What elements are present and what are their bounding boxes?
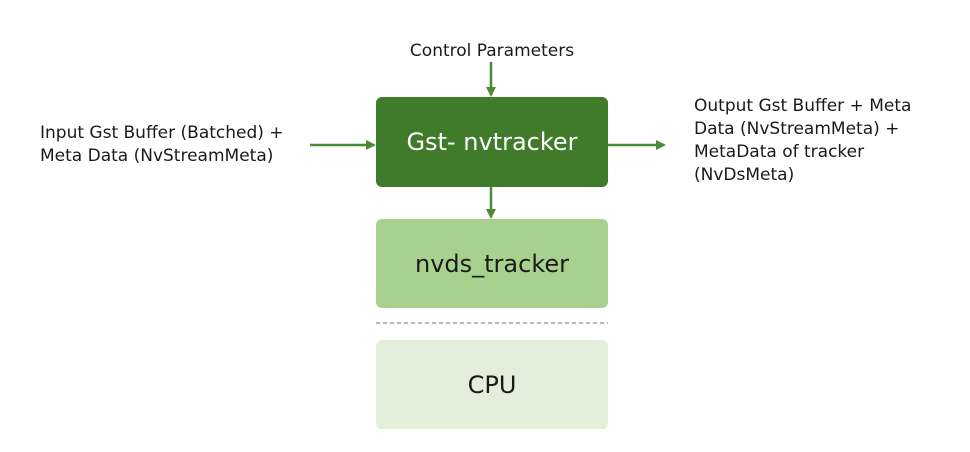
nvds-tracker-box: nvds_tracker xyxy=(376,219,608,308)
output-label-line: MetaData of tracker xyxy=(694,142,865,162)
output-label-line: (NvDsMeta) xyxy=(694,165,795,185)
cpu-label: CPU xyxy=(467,370,517,399)
output-label-line: Data (NvStreamMeta) + xyxy=(694,119,900,139)
input-label: Input Gst Buffer (Batched) + Meta Data (… xyxy=(40,122,284,168)
gst-nvtracker-label: Gst- nvtracker xyxy=(406,128,578,156)
cpu-box: CPU xyxy=(376,340,608,429)
input-label-line: Meta Data (NvStreamMeta) xyxy=(40,146,274,166)
output-label: Output Gst Buffer + Meta Data (NvStreamM… xyxy=(694,95,911,187)
control-parameters-label: Control Parameters xyxy=(409,41,575,61)
gst-nvtracker-box: Gst- nvtracker xyxy=(376,97,608,187)
input-label-line: Input Gst Buffer (Batched) + xyxy=(40,123,284,143)
output-label-line: Output Gst Buffer + Meta xyxy=(694,96,912,116)
nvds-tracker-label: nvds_tracker xyxy=(414,249,569,278)
